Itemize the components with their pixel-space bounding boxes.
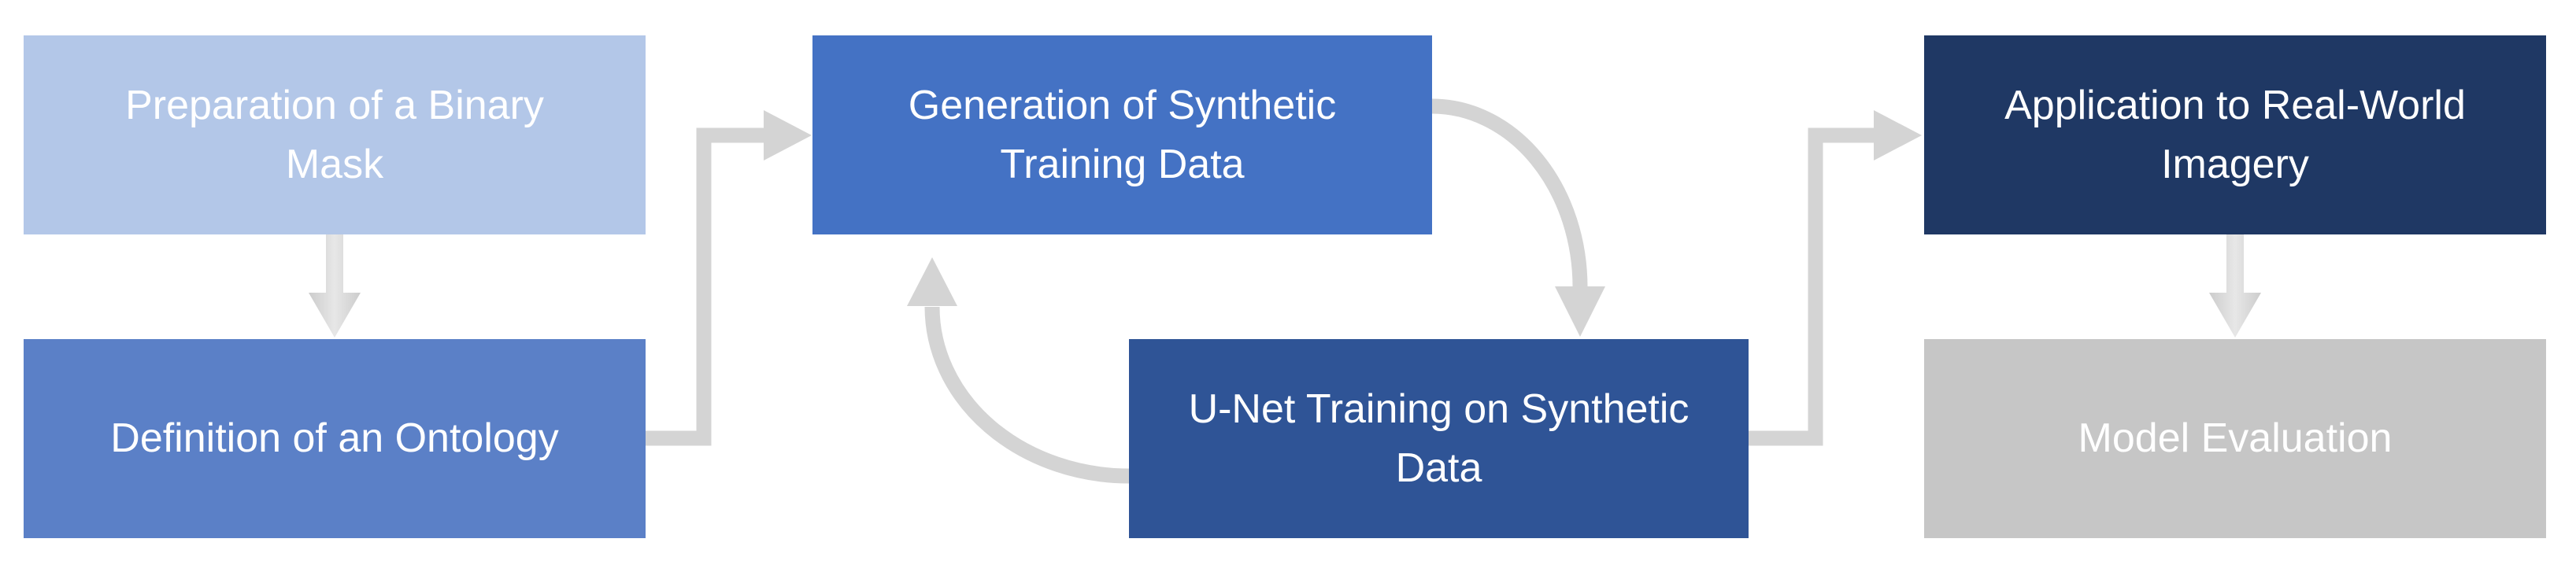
connector-unet-to-application xyxy=(1749,127,1875,446)
node-unet-training: U-Net Training on Synthetic Data xyxy=(1129,339,1749,538)
node-label: Generation of Synthetic Training Data xyxy=(908,82,1337,187)
node-generation-synthetic-data: Generation of Synthetic Training Data xyxy=(812,35,1432,234)
arrow-unet-to-generation xyxy=(924,306,1130,484)
arrowhead-ontology-to-generation-icon xyxy=(764,110,812,161)
arrow-mask-to-ontology-icon xyxy=(309,234,361,338)
node-label: Application to Real-World Imagery xyxy=(2004,82,2466,187)
arrowhead-unet-to-generation-icon xyxy=(907,257,957,306)
arrow-generation-to-unet xyxy=(1431,98,1588,288)
node-label: Model Evaluation xyxy=(2078,415,2393,461)
connector-ontology-to-generation xyxy=(646,127,765,446)
node-definition-ontology: Definition of an Ontology xyxy=(24,339,646,538)
arrow-application-to-evaluation-icon xyxy=(2209,234,2261,338)
node-label: U-Net Training on Synthetic Data xyxy=(1188,386,1690,491)
connector-group xyxy=(309,98,2261,484)
node-application-real-world: Application to Real-World Imagery xyxy=(1924,35,2546,234)
arrowhead-generation-to-unet-icon xyxy=(1555,286,1605,337)
arrowhead-unet-to-application-icon xyxy=(1874,110,1922,161)
node-label: Definition of an Ontology xyxy=(110,415,559,461)
node-preparation-binary-mask: Preparation of a Binary Mask xyxy=(24,35,646,234)
node-model-evaluation: Model Evaluation xyxy=(1924,339,2546,538)
node-label: Preparation of a Binary Mask xyxy=(125,82,544,187)
